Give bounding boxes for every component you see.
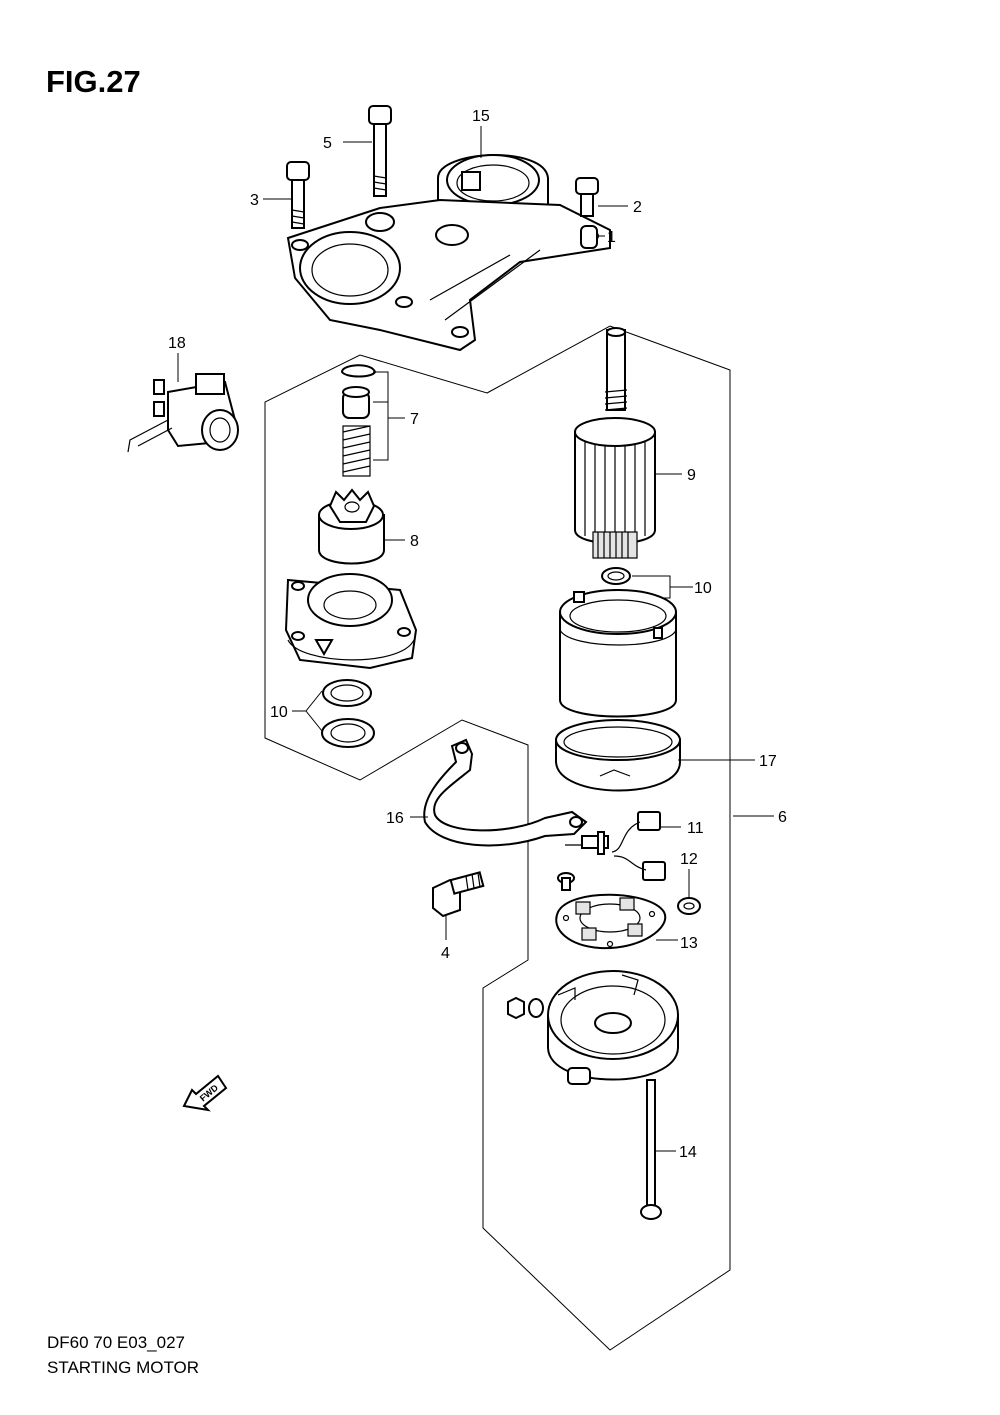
drive-end-housing	[284, 573, 418, 670]
callout-2: 2	[633, 199, 642, 216]
brush-holder-screw	[557, 872, 575, 891]
callout-10-left: 10	[270, 704, 288, 721]
callout-6: 6	[778, 809, 787, 826]
part-1-dowel-pin	[580, 225, 598, 249]
part-13-brush-holder	[555, 893, 667, 950]
callout-14: 14	[679, 1144, 697, 1161]
commutator-end-cover	[547, 970, 679, 1085]
callout-15: 15	[472, 108, 490, 125]
diagram-name: STARTING MOTOR	[47, 1358, 199, 1377]
nut-and-washer	[507, 996, 544, 1020]
part-17-band	[555, 719, 681, 792]
callout-11: 11	[687, 820, 704, 837]
part-9-armature	[574, 327, 656, 559]
assembly-boundary-outline	[264, 325, 731, 1351]
part-3-bolt	[286, 161, 310, 229]
part-2-short-bolt	[575, 177, 599, 217]
yoke-housing	[559, 589, 677, 718]
callout-18: 18	[168, 335, 186, 352]
leader-10-left	[292, 690, 323, 732]
part-8-pinion-drive	[318, 488, 385, 565]
part-14-through-bolt	[640, 1079, 662, 1220]
callout-10-right: 10	[694, 580, 712, 597]
callout-1: 1	[607, 229, 616, 246]
callout-16: 16	[386, 810, 404, 827]
figure-title: FIG.27	[46, 64, 141, 99]
part-7-pinion-stop-kit	[340, 364, 377, 477]
callout-12: 12	[680, 851, 698, 868]
callout-8: 8	[410, 533, 419, 550]
leader-7	[373, 371, 405, 461]
part-10-left-washers	[321, 679, 375, 748]
part-4-bolt	[432, 871, 485, 918]
callout-13: 13	[680, 935, 698, 952]
part-12-bush	[677, 897, 701, 915]
callout-17: 17	[759, 753, 777, 770]
callout-5: 5	[323, 135, 332, 152]
callout-3: 3	[250, 192, 259, 209]
part-18-starter-relay	[127, 373, 239, 453]
part-11-brush-lead	[565, 811, 666, 881]
model-code: DF60 70 E03_027	[47, 1333, 185, 1352]
callout-7: 7	[410, 411, 419, 428]
part-5-long-bolt	[368, 105, 392, 197]
fwd-direction-arrow: FWD	[182, 1074, 228, 1112]
callout-4: 4	[441, 945, 450, 962]
part-16-strap	[423, 738, 588, 847]
bracket-plate	[286, 198, 611, 352]
callout-9: 9	[687, 467, 696, 484]
